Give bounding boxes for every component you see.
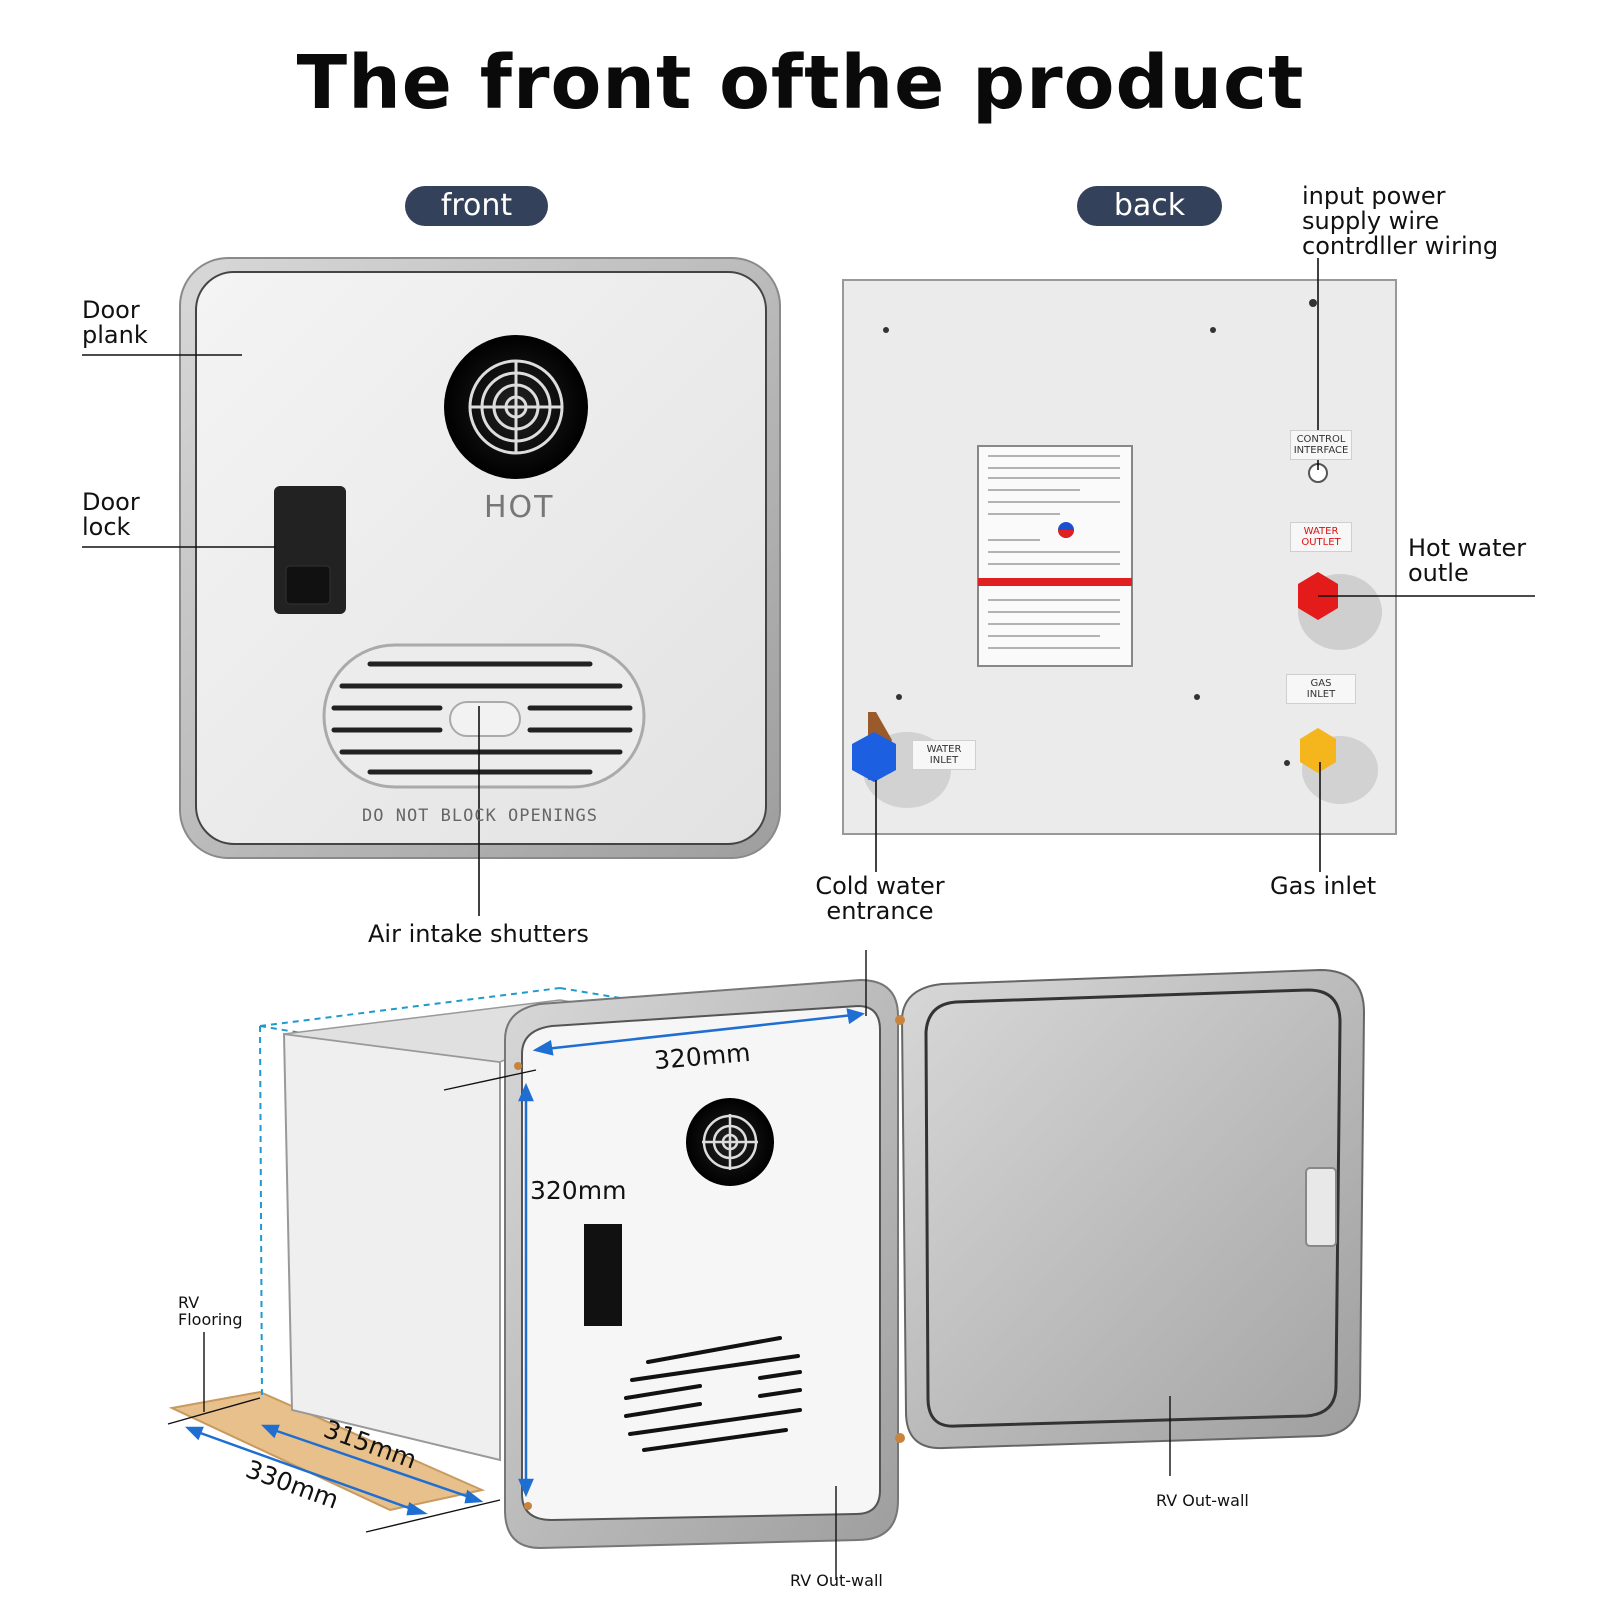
gas-inlet-callout: Gas inlet [1270,872,1377,900]
input-power-line2: supply wire [1302,207,1440,235]
input-power-callout: input power supply wire contrdller wirin… [1302,184,1498,259]
rv-flooring-line1: RV [178,1293,200,1312]
door-plank-line1: Door [82,296,140,324]
rv-outwall-right-callout: RV Out-wall [1156,1491,1249,1510]
water-inlet-tag-line1: WATER [926,744,962,755]
door-lock-callout: Door lock [82,490,140,540]
gas-tag-line1: GAS [1310,678,1332,689]
small-grille [624,1336,802,1452]
gas-inlet-icon [1300,728,1336,773]
door-lock-line2: lock [82,513,131,541]
air-intake-grille [322,643,646,789]
input-power-line1: input power [1302,182,1446,210]
cold-water-line1: Cold water [815,872,945,900]
control-tag-line1: CONTROL [1296,434,1346,445]
water-inlet-tag: WATER INLET [912,740,976,770]
rating-label [977,445,1133,667]
gas-tag-line2: INLET [1306,689,1336,700]
back-view-label: back [1077,186,1222,226]
rv-flooring-callout: RV Flooring [178,1294,243,1328]
water-inlet-tag-line2: INLET [929,755,959,766]
door-plank-line2: plank [82,321,148,349]
door-lock-line1: Door [82,488,140,516]
water-outlet-tag-line1: WATER [1303,526,1339,537]
page-title: The front ofthe product [296,40,1305,126]
input-power-line3: contrdller wiring [1302,232,1499,260]
air-intake-callout: Air intake shutters [368,920,589,948]
door-height-dimension: 320mm [530,1176,627,1205]
control-interface-tag: CONTROL INTERFACE [1290,430,1352,460]
rv-flooring-line2: Flooring [178,1310,243,1329]
hot-label: HOT [484,490,555,525]
water-outlet-tag: WATER OUTLET [1290,522,1352,552]
cold-water-callout: Cold water entrance [800,874,960,924]
front-panel [179,257,781,859]
rv-outwall-bottom-callout: RV Out-wall [790,1571,883,1590]
installed-view [168,968,1366,1550]
gas-inlet-tag: GAS INLET [1286,674,1356,704]
door-plank-callout: Door plank [82,298,148,348]
control-tag-line2: INTERFACE [1293,445,1349,456]
fan-vent-icon [444,335,588,479]
warning-label: DO NOT BLOCK OPENINGS [362,806,598,826]
hot-water-callout: Hot water outle [1408,536,1526,586]
small-fan-icon [686,1098,774,1186]
door-lock-icon [274,486,346,614]
water-outlet-tag-line2: OUTLET [1301,537,1341,548]
front-view-label: front [405,186,548,226]
hot-water-line2: outle [1408,559,1469,587]
cold-water-inlet-icon [852,732,896,782]
cold-water-line2: entrance [826,897,934,925]
small-lock-icon [584,1224,622,1326]
hot-water-line1: Hot water [1408,534,1527,562]
